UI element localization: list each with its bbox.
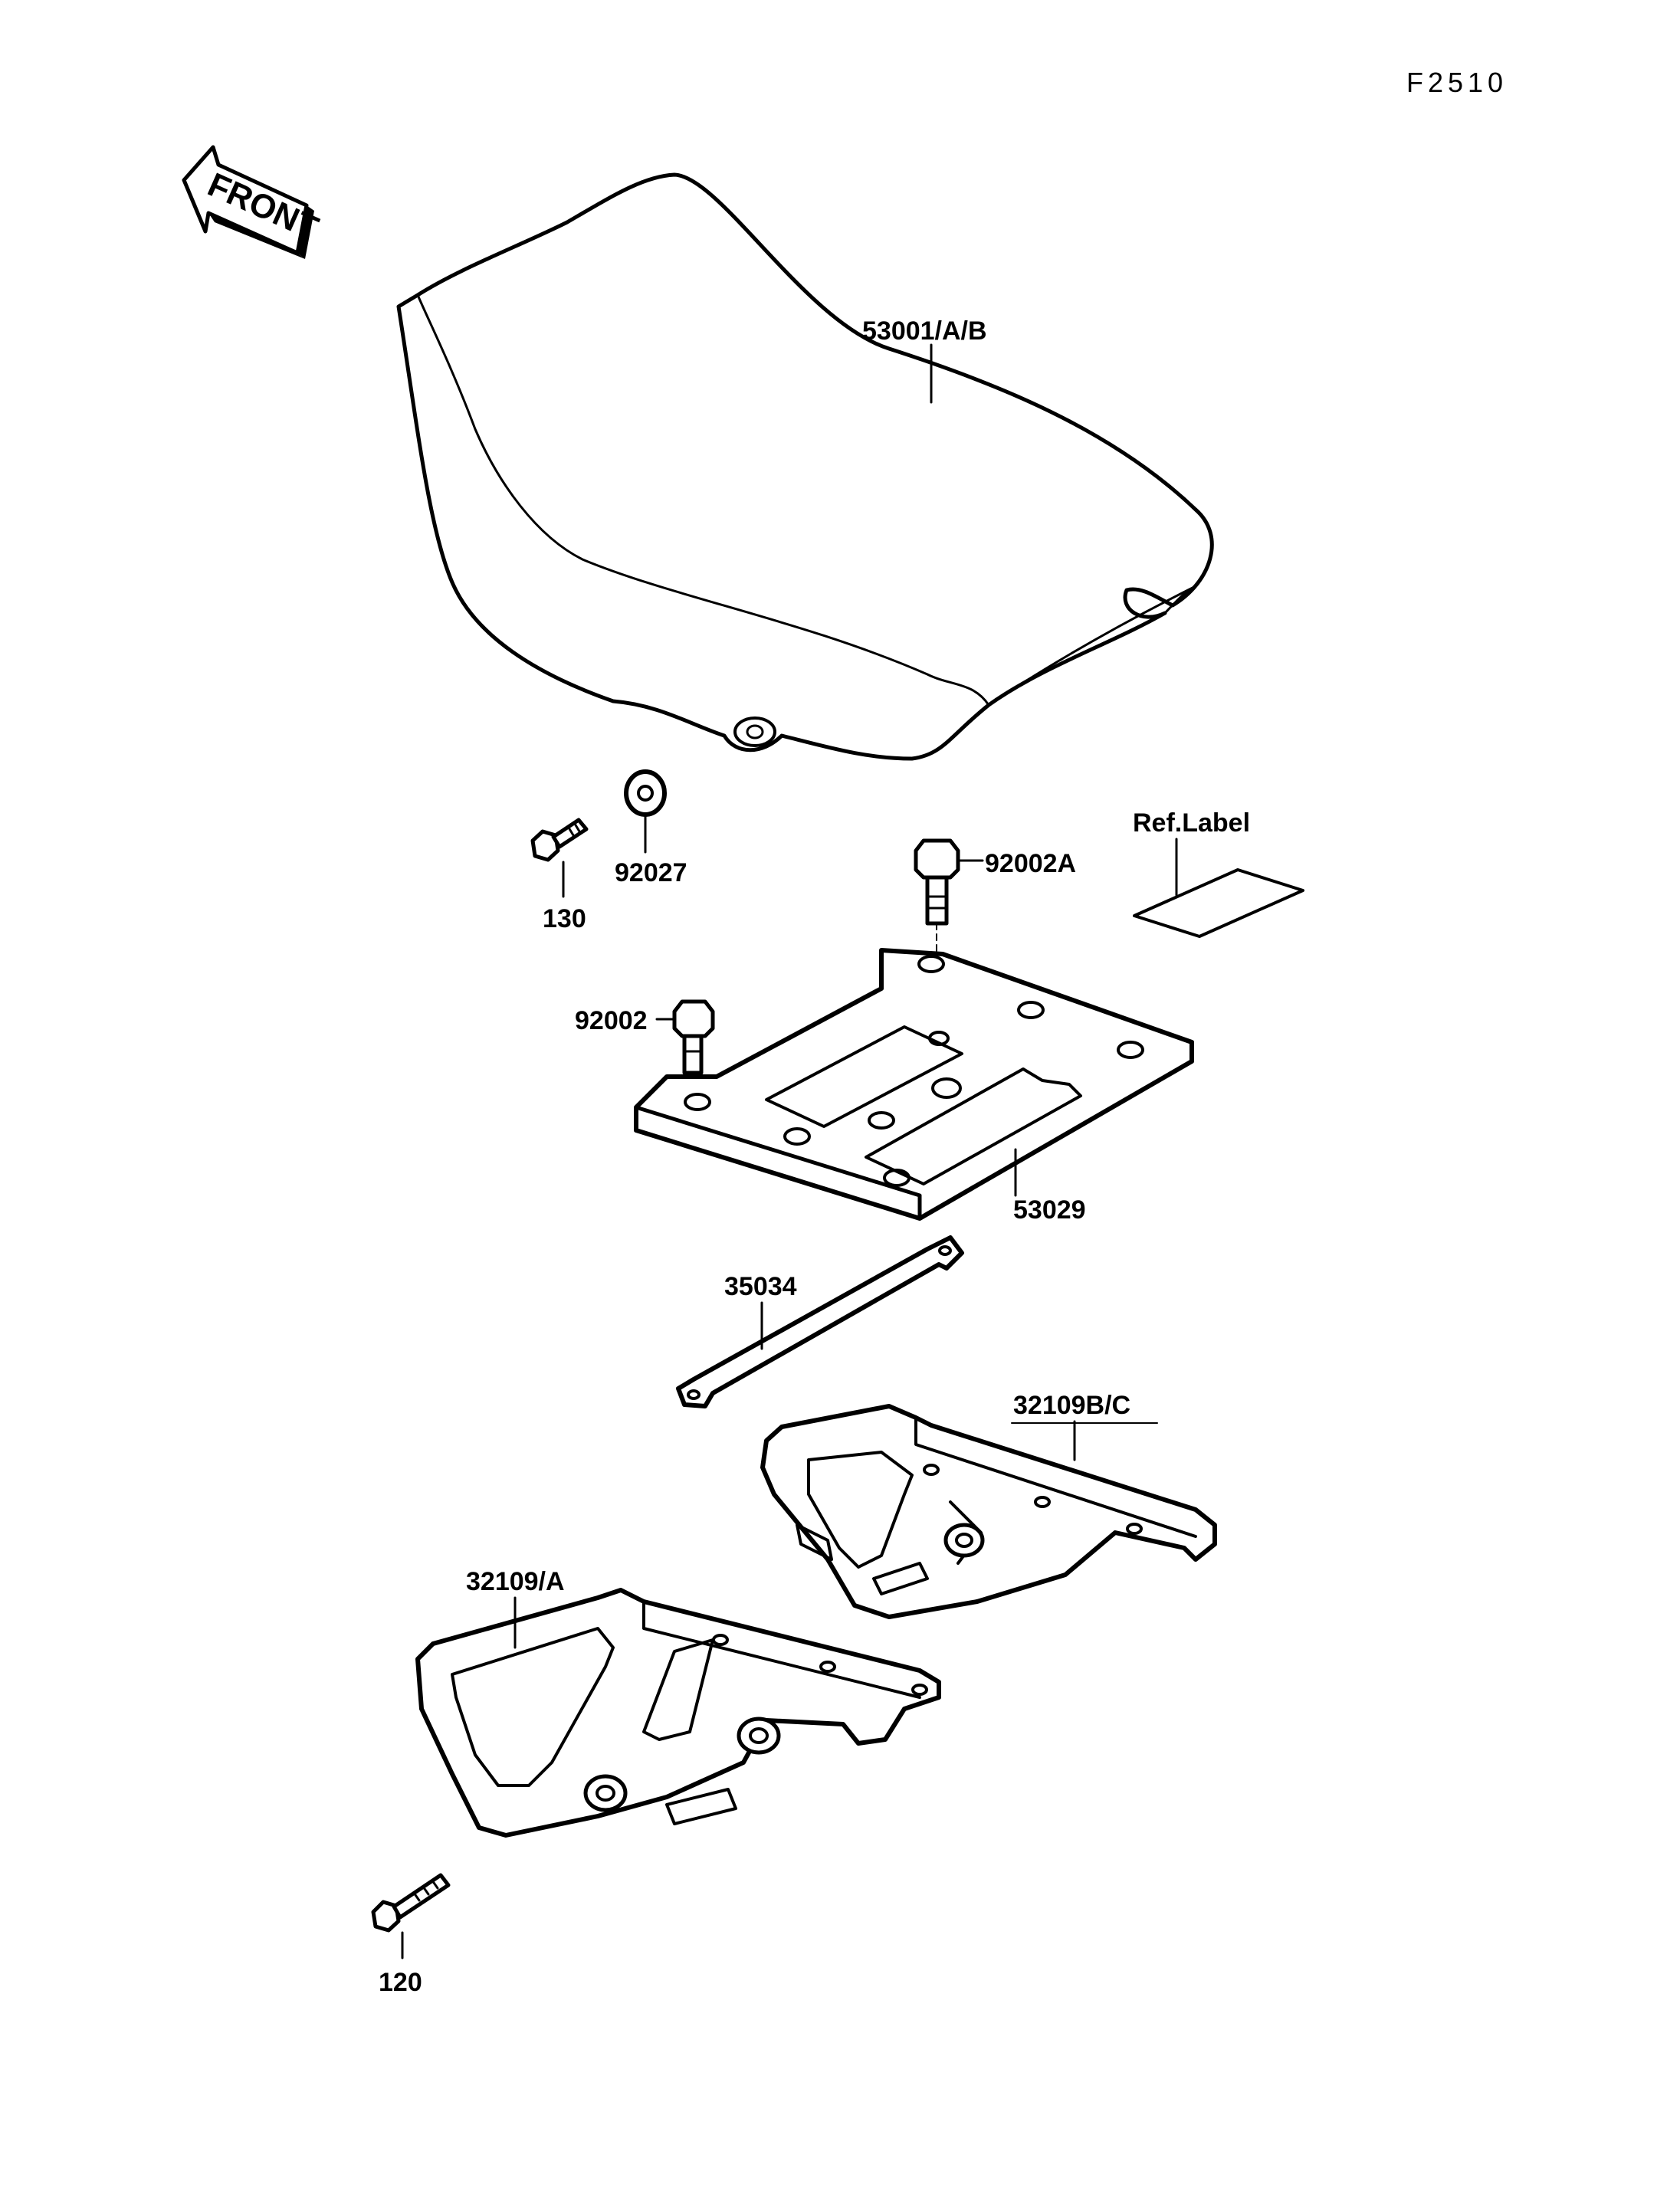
grab-bar-bc <box>760 1404 1217 1619</box>
seat-plate <box>634 948 1194 1221</box>
grab-bar-a <box>415 1588 941 1838</box>
bolt-130 <box>530 818 589 898</box>
bolt-120-part-number: 120 <box>379 1968 422 1997</box>
bolt-130-part-number: 130 <box>543 904 586 933</box>
ref-label <box>1133 838 1304 938</box>
collar <box>624 769 667 854</box>
grab-bar-bc-part-number: 32109B/C <box>1013 1391 1130 1420</box>
stay-rod <box>676 1235 964 1408</box>
stay-rod-part-number: 35034 <box>724 1272 797 1301</box>
seat-plate-part-number: 53029 <box>1013 1195 1086 1225</box>
figure-code: F2510 <box>1406 67 1508 98</box>
bolt-92002 <box>655 999 715 1075</box>
ref-label-text: Ref.Label <box>1133 808 1250 838</box>
bolt-120 <box>371 1873 451 1959</box>
seat <box>396 172 1214 761</box>
front-arrow-icon: FRONT <box>182 145 323 259</box>
seat-part-number: 53001/A/B <box>862 316 987 346</box>
bolt-92002-part-number: 92002 <box>575 1006 648 1035</box>
bolt-92002a-part-number: 92002A <box>985 849 1076 878</box>
bolt-92002a <box>914 838 984 1058</box>
collar-part-number: 92027 <box>615 858 687 887</box>
grab-bar-a-part-number: 32109/A <box>466 1567 565 1596</box>
